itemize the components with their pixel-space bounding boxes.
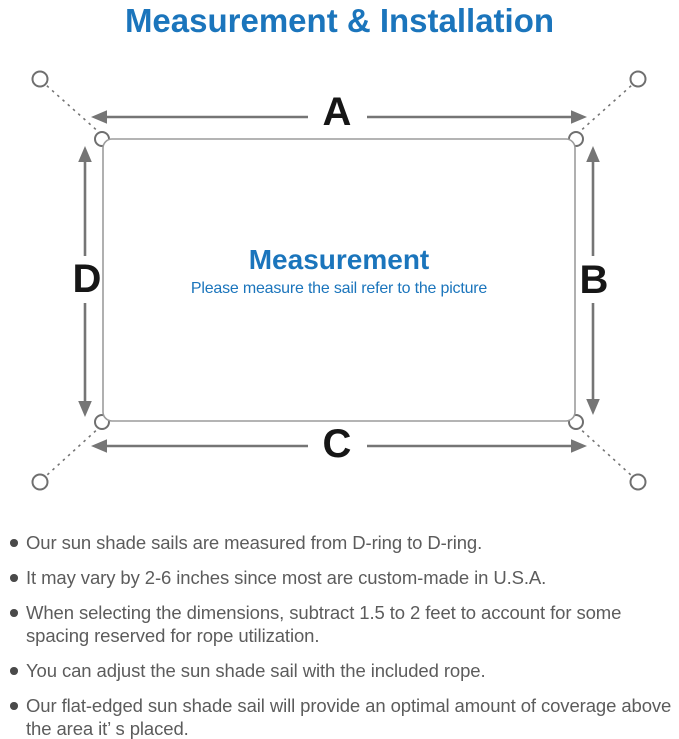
- dimension-arrow-bottom: [91, 439, 587, 453]
- sail-rectangle: [102, 138, 576, 422]
- bullet-icon: [10, 702, 18, 710]
- dimension-arrow-right: [586, 146, 600, 415]
- page-title: Measurement & Installation: [124, 2, 555, 39]
- dimension-label-c: C: [322, 422, 352, 466]
- note-item: It may vary by 2-6 inches since most are…: [0, 566, 679, 589]
- tether-line-top-left: [45, 84, 102, 135]
- dimension-label-d: D: [72, 257, 102, 301]
- note-item: When selecting the dimensions, subtract …: [0, 601, 679, 647]
- anchor-point-top-left: [31, 70, 49, 88]
- anchor-point-bottom-right: [629, 473, 647, 491]
- dimension-label-b: B: [579, 258, 609, 302]
- tether-line-top-right: [576, 84, 633, 135]
- tether-line-bottom-right: [576, 425, 633, 477]
- note-item: Our sun shade sails are measured from D-…: [0, 531, 679, 554]
- anchor-point-top-right: [629, 70, 647, 88]
- notes-list: Our sun shade sails are measured from D-…: [0, 531, 679, 739]
- bullet-icon: [10, 539, 18, 547]
- note-text: Our flat-edged sun shade sail will provi…: [26, 695, 672, 739]
- note-text: You can adjust the sun shade sail with t…: [26, 660, 486, 681]
- anchor-point-bottom-left: [31, 473, 49, 491]
- note-item: You can adjust the sun shade sail with t…: [0, 659, 679, 682]
- dimension-label-a: A: [322, 90, 352, 134]
- bullet-icon: [10, 574, 18, 582]
- dimension-arrow-top: [91, 110, 587, 124]
- bullet-icon: [10, 667, 18, 675]
- tether-line-bottom-left: [45, 425, 102, 477]
- note-item: Our flat-edged sun shade sail will provi…: [0, 694, 679, 739]
- note-text: Our sun shade sails are measured from D-…: [26, 532, 483, 553]
- diagram-heading: Measurement: [248, 244, 430, 275]
- bullet-icon: [10, 609, 18, 617]
- note-text: When selecting the dimensions, subtract …: [26, 602, 622, 646]
- dimension-arrow-left: [78, 146, 92, 417]
- note-text: It may vary by 2-6 inches since most are…: [26, 567, 547, 588]
- diagram-caption: Measurement Please measure the sail refe…: [191, 245, 487, 298]
- diagram-subheading: Please measure the sail refer to the pic…: [190, 280, 488, 297]
